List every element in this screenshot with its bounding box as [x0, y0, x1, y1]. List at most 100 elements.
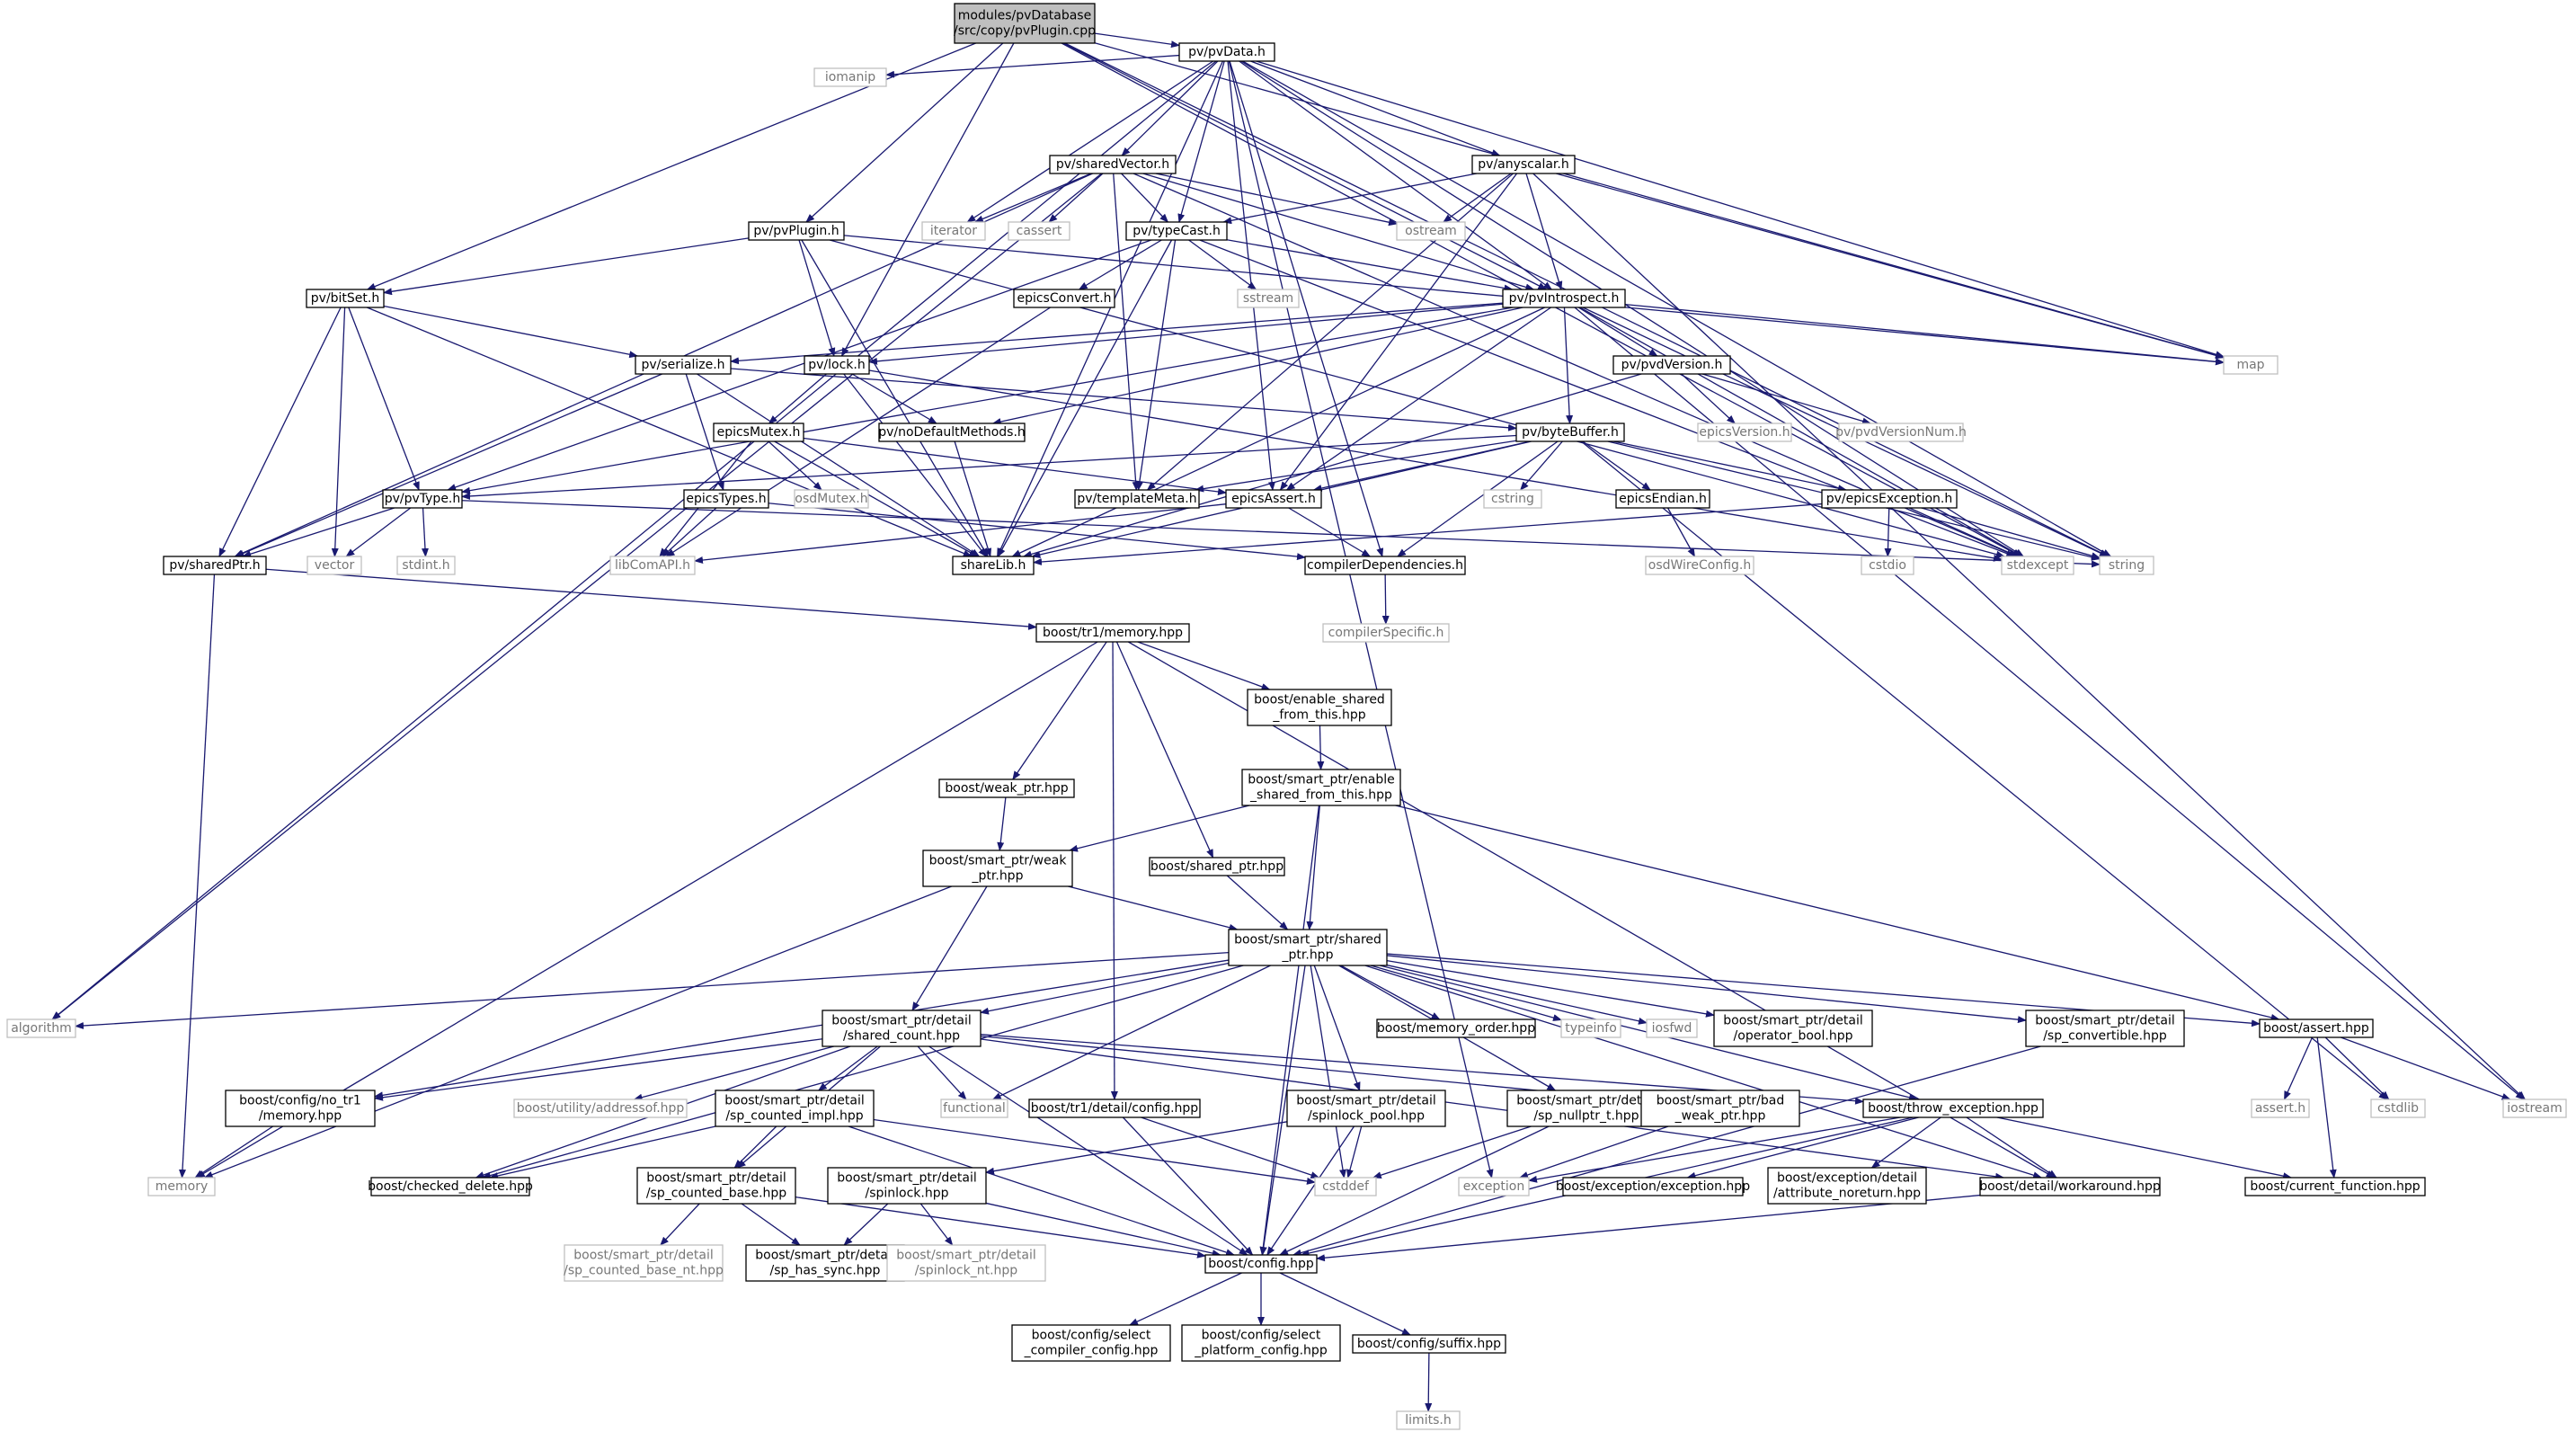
node-box — [1228, 929, 1388, 966]
node-spinlock-pool[interactable]: boost/smart_ptr/detail/spinlock_pool.hpp — [1286, 1090, 1446, 1127]
node-pvd-version[interactable]: pv/pvdVersion.h — [1612, 355, 1731, 375]
node-label: _compiler_config.hpp — [1024, 1344, 1159, 1358]
edge-throw-exception-to-current-function — [1996, 1116, 2293, 1180]
edge-lock-to-epics-mutex — [768, 373, 827, 424]
node-epics-exception[interactable]: pv/epicsException.h — [1821, 489, 1958, 509]
edge-sp-enable-shared-to-boost-assert — [1395, 805, 2280, 1021]
edge-anyscalar-to-pv-introspect — [1525, 173, 1563, 290]
edge-throw-exception-to-exception-hpp — [1686, 1116, 1919, 1179]
node-box — [1241, 769, 1401, 806]
node-bad-weak-ptr[interactable]: boost/smart_ptr/bad_weak_ptr.hpp — [1640, 1090, 1800, 1127]
node-label: /spinlock.hpp — [865, 1187, 948, 1201]
node-box — [1225, 489, 1322, 509]
edge-serialize-to-shared-ptr — [235, 373, 662, 557]
node-boost-config[interactable]: boost/config.hpp — [1204, 1254, 1318, 1274]
node-label: epicsTypes.h — [686, 492, 766, 506]
node-no-tr1-memory[interactable]: boost/config/no_tr1/memory.hpp — [225, 1090, 376, 1127]
node-label: /attribute_noreturn.hpp — [1773, 1187, 1921, 1201]
node-lib-com-api: libComAPI.h — [609, 556, 696, 575]
edge-sp-shared-ptr-to-memory-order — [1340, 965, 1441, 1020]
node-sp-weak-ptr[interactable]: boost/smart_ptr/weak_ptr.hpp — [922, 849, 1073, 887]
edge-sp-counted-impl-to-sp-counted-base — [733, 1125, 777, 1169]
node-label: _weak_ptr.hpp — [1674, 1109, 1766, 1124]
node-epics-assert[interactable]: epicsAssert.h — [1225, 489, 1322, 509]
node-pv-type[interactable]: pv/pvType.h — [382, 489, 463, 509]
node-sp-enable-shared[interactable]: boost/smart_ptr/enable_shared_from_this.… — [1241, 769, 1401, 806]
node-lock[interactable]: pv/lock.h — [804, 355, 870, 375]
node-workaround[interactable]: boost/detail/workaround.hpp — [1979, 1177, 2161, 1196]
node-throw-exception[interactable]: boost/throw_exception.hpp — [1862, 1099, 2044, 1118]
node-sp-shared-ptr[interactable]: boost/smart_ptr/shared_ptr.hpp — [1228, 929, 1388, 966]
edge-byte-buffer-to-template-meta — [1195, 440, 1517, 493]
node-byte-buffer[interactable]: pv/byteBuffer.h — [1515, 423, 1625, 442]
node-tr1config[interactable]: boost/tr1/detail/config.hpp — [1028, 1099, 1201, 1118]
node-weak-ptr[interactable]: boost/weak_ptr.hpp — [938, 778, 1075, 798]
node-compiler-dependencies[interactable]: compilerDependencies.h — [1304, 556, 1466, 575]
node-select-platform[interactable]: boost/config/select_platform_config.hpp — [1181, 1324, 1341, 1362]
node-label: boost/smart_ptr/detail — [1723, 1014, 1862, 1028]
node-label: boost/smart_ptr/detail — [724, 1094, 864, 1108]
node-pv-data[interactable]: pv/pvData.h — [1178, 42, 1275, 62]
node-box — [1458, 1177, 1530, 1196]
node-label: /sp_counted_base.hpp — [646, 1187, 786, 1201]
node-stdexcept: stdexcept — [2001, 556, 2074, 575]
node-box — [1237, 289, 1300, 308]
node-sp-counted-impl[interactable]: boost/smart_ptr/detail/sp_counted_impl.h… — [715, 1090, 875, 1127]
node-enable-shared[interactable]: boost/enable_shared_from_this.hpp — [1247, 689, 1392, 726]
node-suffix[interactable]: boost/config/suffix.hpp — [1352, 1334, 1506, 1354]
node-sp-has-sync[interactable]: boost/smart_ptr/detail/sp_has_sync.hpp — [745, 1244, 905, 1282]
node-operator-bool[interactable]: boost/smart_ptr/detail/operator_bool.hpp — [1713, 1010, 1873, 1047]
edge-epics-mutex-to-share-lib — [774, 440, 979, 557]
node-checked-delete[interactable]: boost/checked_delete.hpp — [368, 1177, 533, 1196]
edge-pv-type-to-vector — [345, 507, 412, 557]
node-box — [745, 1244, 905, 1282]
node-exception-hpp[interactable]: boost/exception/exception.hpp — [1556, 1177, 1750, 1196]
node-type-cast[interactable]: pv/typeCast.h — [1125, 221, 1228, 241]
node-spinlock[interactable]: boost/smart_ptr/detail/spinlock.hpp — [827, 1167, 987, 1205]
node-select-compiler[interactable]: boost/config/select_compiler_config.hpp — [1011, 1324, 1171, 1362]
node-epics-endian[interactable]: epicsEndian.h — [1615, 489, 1710, 509]
node-sp-convertible[interactable]: boost/smart_ptr/detail/sp_convertible.hp… — [2025, 1010, 2185, 1047]
node-epics-types[interactable]: epicsTypes.h — [683, 489, 769, 509]
node-sp-counted-base[interactable]: boost/smart_ptr/detail/sp_counted_base.h… — [636, 1167, 796, 1205]
node-pv-introspect[interactable]: pv/pvIntrospect.h — [1502, 289, 1626, 308]
node-shared-ptr[interactable]: pv/sharedPtr.h — [163, 556, 267, 575]
node-serialize[interactable]: pv/serialize.h — [635, 355, 732, 375]
node-label: epicsConvert.h — [1017, 291, 1111, 306]
node-box — [2259, 1018, 2374, 1038]
node-pv-plugin[interactable]: pv/pvPlugin.h — [748, 221, 845, 241]
node-bit-set[interactable]: pv/bitSet.h — [306, 289, 385, 308]
node-label: boost/memory_order.hpp — [1377, 1021, 1535, 1036]
node-shared-ptr-hpp[interactable]: boost/shared_ptr.hpp — [1149, 857, 1285, 876]
node-attr-noreturn[interactable]: boost/exception/detail/attribute_noretur… — [1767, 1167, 1927, 1205]
node-algorithm: algorithm — [6, 1018, 76, 1038]
node-current-function[interactable]: boost/current_function.hpp — [2244, 1177, 2426, 1196]
node-memory-order[interactable]: boost/memory_order.hpp — [1376, 1018, 1536, 1038]
node-boost-assert[interactable]: boost/assert.hpp — [2259, 1018, 2374, 1038]
node-anyscalar[interactable]: pv/anyscalar.h — [1471, 155, 1576, 174]
node-label: boost/smart_ptr/detail — [2035, 1014, 2174, 1028]
node-template-meta[interactable]: pv/templateMeta.h — [1074, 489, 1200, 509]
node-share-lib[interactable]: shareLib.h — [952, 556, 1035, 575]
node-box — [2244, 1177, 2426, 1196]
edge-pv-data-to-compiler-dependencies — [1229, 60, 1384, 557]
node-no-default-methods[interactable]: pv/noDefaultMethods.h — [878, 423, 1026, 442]
node-epics-convert[interactable]: epicsConvert.h — [1013, 289, 1115, 308]
edge-tr1memory-to-workaround — [1127, 641, 2056, 1179]
node-iosfwd: iosfwd — [1646, 1018, 1698, 1038]
node-box — [2223, 355, 2278, 375]
edge-bit-set-to-shared-ptr — [218, 307, 342, 557]
node-label: pv/pvType.h — [385, 492, 461, 506]
node-shared-vector[interactable]: pv/sharedVector.h — [1049, 155, 1177, 174]
node-epics-mutex[interactable]: epicsMutex.h — [713, 423, 804, 442]
node-shared-count[interactable]: boost/smart_ptr/detail/shared_count.hpp — [822, 1010, 982, 1047]
node-label: /sp_nullptr_t.hpp — [1533, 1109, 1639, 1124]
node-root[interactable]: modules/pvDatabase/src/copy/pvPlugin.cpp — [954, 3, 1096, 44]
edge-tr1memory-to-memory — [195, 641, 1098, 1179]
edge-sp-counted-base-to-sp-counted-base-nt — [660, 1203, 700, 1246]
node-label: /sp_counted_impl.hpp — [725, 1109, 863, 1124]
node-box — [306, 289, 385, 308]
node-tr1memory[interactable]: boost/tr1/memory.hpp — [1035, 623, 1190, 643]
edge-pvd-version-to-pvd-version-num — [1701, 373, 1871, 425]
node-label: /sp_counted_base_nt.hpp — [564, 1264, 724, 1278]
